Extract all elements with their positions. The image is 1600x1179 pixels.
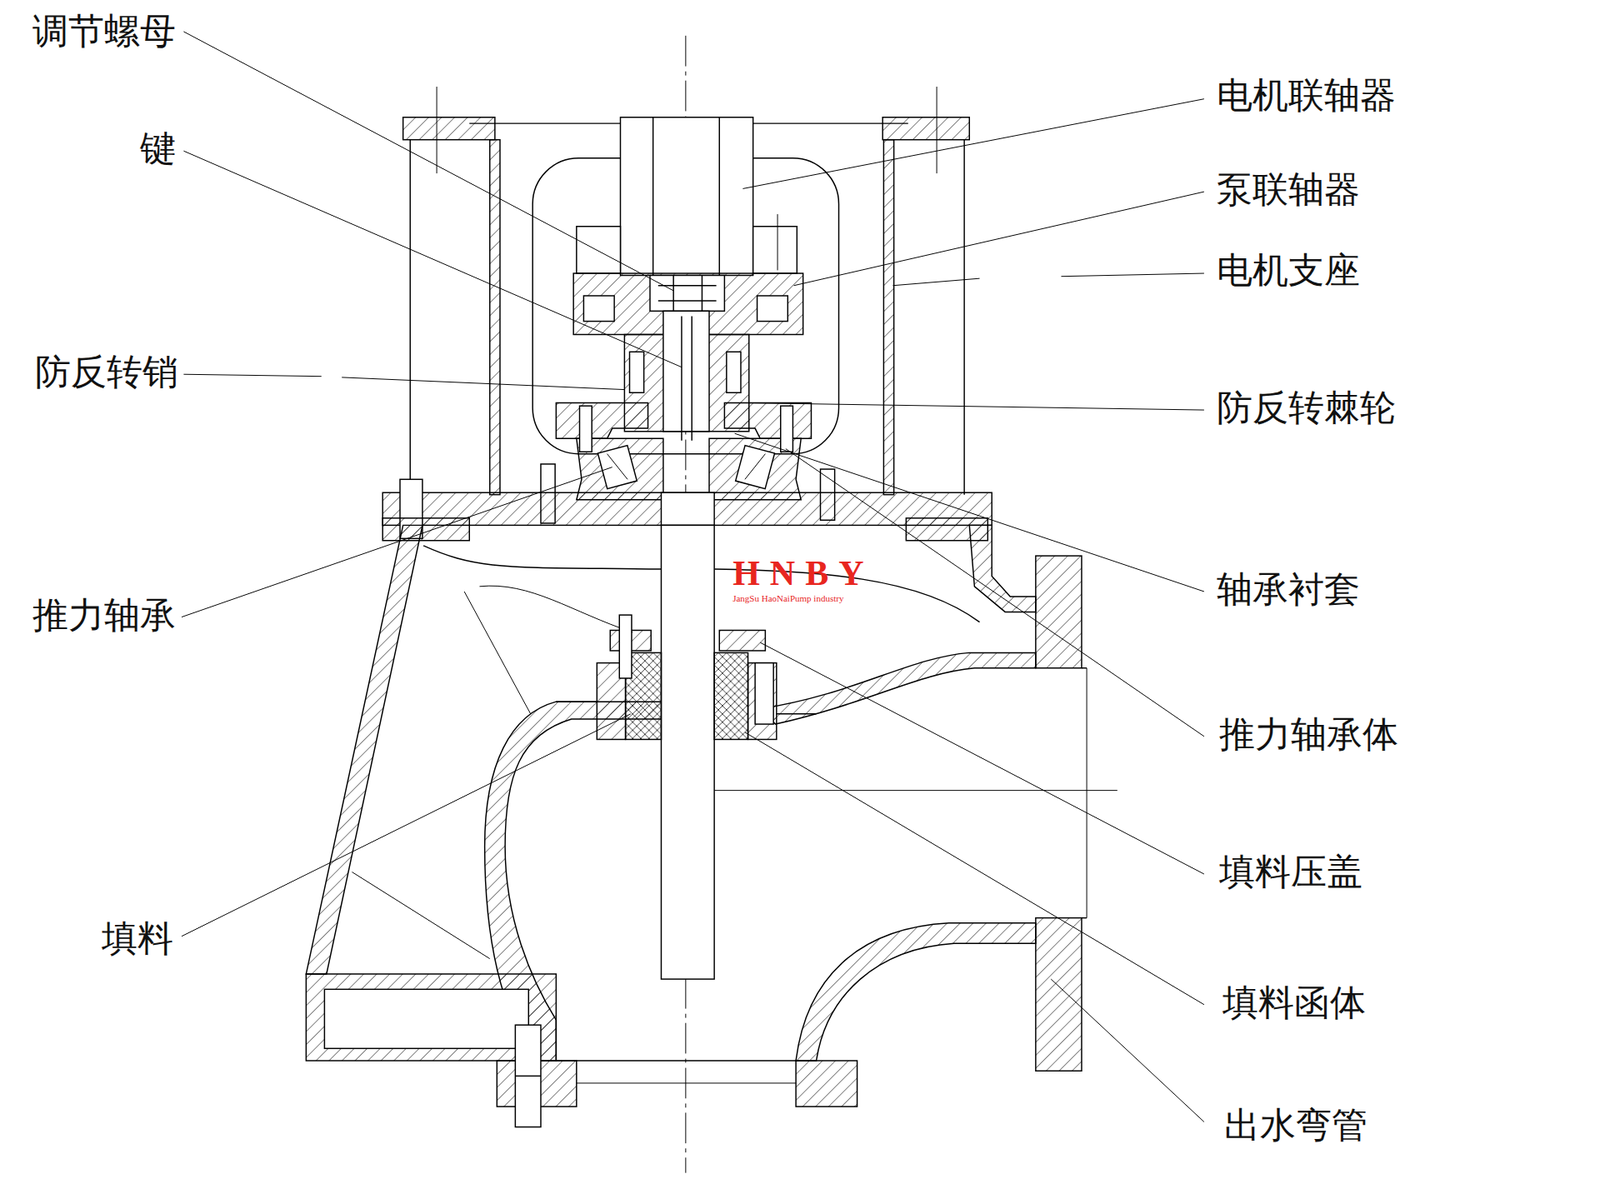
part-label: 推力轴承: [32, 595, 176, 636]
part-label: 防反转销: [35, 351, 179, 393]
part-label: 键: [140, 128, 176, 170]
part-label: 填料: [101, 918, 174, 960]
part-label: 电机支座: [1216, 250, 1360, 291]
part-label: 轴承衬套: [1216, 569, 1360, 610]
part-label: 调节螺母: [32, 10, 176, 52]
part-label: 填料函体: [1222, 982, 1366, 1024]
watermark: HNBY: [732, 553, 874, 594]
part-label: 泵联轴器: [1216, 169, 1360, 210]
part-label: 出水弯管: [1224, 1105, 1368, 1146]
watermark: JangSu HaoNaiPump industry: [732, 593, 844, 605]
part-label: 填料压盖: [1219, 851, 1363, 893]
part-label: 防反转棘轮: [1216, 387, 1396, 429]
part-label: 电机联轴器: [1216, 75, 1396, 116]
part-label: 推力轴承体: [1219, 714, 1399, 755]
